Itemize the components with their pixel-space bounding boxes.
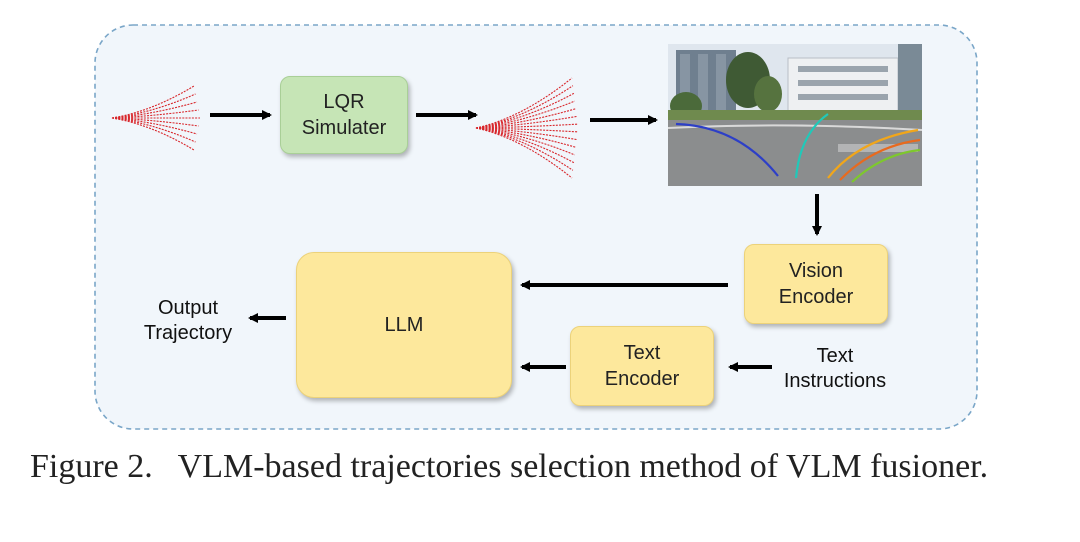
trajectory-curve [111, 117, 195, 151]
figure-caption: Figure 2. VLM-based trajectories selecti… [30, 448, 1050, 486]
caption-text: VLM-based trajectories selection method … [177, 448, 989, 485]
output-trajectory-label: Output Trajectory [143, 297, 233, 344]
trajectory-fan-icon [475, 77, 578, 179]
road-scene-image [668, 44, 922, 186]
lqr-simulator-box: LQR Simulater [280, 76, 408, 154]
trajectory-curve [475, 127, 573, 179]
vision-encoder-label: Vision Encoder [778, 260, 854, 308]
figure-number: Figure 2. [30, 448, 153, 485]
trajectory-fan-icon [111, 85, 200, 151]
text-instructions-label: Text Instructions [783, 345, 887, 392]
text-encoder-box: Text Encoder [570, 326, 714, 406]
text-encoder-label: Text Encoder [604, 342, 680, 390]
lqr-simulator-label: LQR Simulater [301, 91, 387, 139]
llm-box: LLM [296, 252, 512, 398]
llm-label: LLM [384, 314, 424, 336]
vision-encoder-box: Vision Encoder [744, 244, 888, 324]
